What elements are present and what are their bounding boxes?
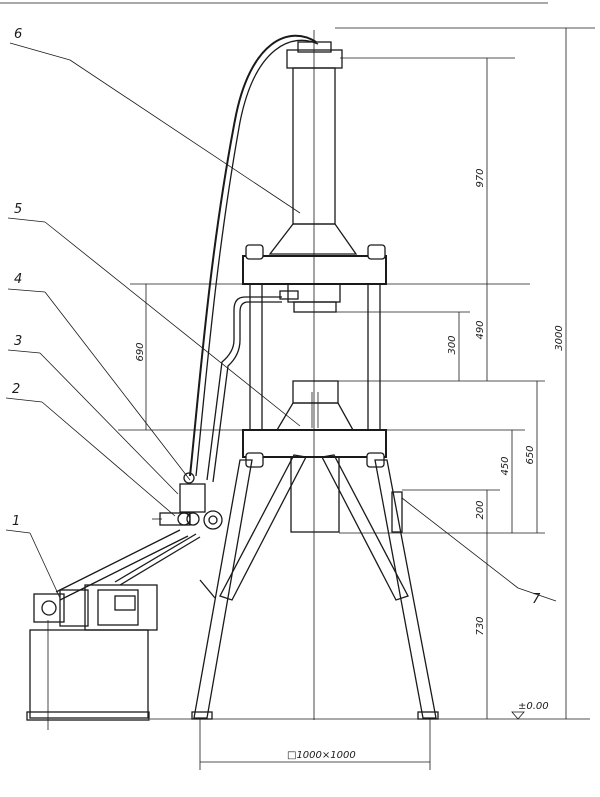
part-label-7: 7 xyxy=(532,592,541,607)
dim-300: 300 xyxy=(447,335,458,354)
dimension-lines xyxy=(118,27,595,770)
dim-970: 970 xyxy=(475,168,486,187)
press-ram xyxy=(279,283,341,313)
dim-650: 650 xyxy=(525,445,536,464)
part-labels: 6 5 4 3 2 1 7 xyxy=(12,27,541,607)
top-crosshead xyxy=(242,244,387,285)
dim-200: 200 xyxy=(475,500,486,519)
support-legs xyxy=(191,454,439,720)
dim-490: 490 xyxy=(475,320,486,339)
oil-return-pipe-inner xyxy=(212,301,282,483)
guide-columns xyxy=(249,283,381,431)
base-size-label: □1000×1000 xyxy=(287,750,356,761)
part-label-3: 3 xyxy=(14,334,22,349)
specimen-holder xyxy=(275,380,355,431)
dim-690: 690 xyxy=(135,342,146,361)
part-label-5: 5 xyxy=(14,202,22,217)
part-label-1: 1 xyxy=(12,514,20,529)
dim-730: 730 xyxy=(475,616,486,635)
dimension-values: 970 690 490 300 3000 650 450 200 730 ±0.… xyxy=(135,168,565,761)
ground-level-mark: ±0.00 xyxy=(518,701,549,712)
dim-3000: 3000 xyxy=(554,325,565,350)
hydraulic-cylinder xyxy=(268,30,358,720)
high-pressure-hose xyxy=(189,34,317,477)
oil-return-pipe xyxy=(206,296,282,481)
pump-motor-unit xyxy=(26,529,201,730)
lower-cylinder xyxy=(290,456,340,533)
leader-lines xyxy=(5,42,557,602)
dim-450: 450 xyxy=(500,456,511,475)
part-label-2: 2 xyxy=(12,382,20,397)
high-pressure-hose-inner xyxy=(195,39,319,477)
part-label-6: 6 xyxy=(14,27,22,42)
bottom-crosshead xyxy=(242,429,387,468)
control-valve-block xyxy=(152,472,223,530)
part-label-4: 4 xyxy=(14,272,22,287)
